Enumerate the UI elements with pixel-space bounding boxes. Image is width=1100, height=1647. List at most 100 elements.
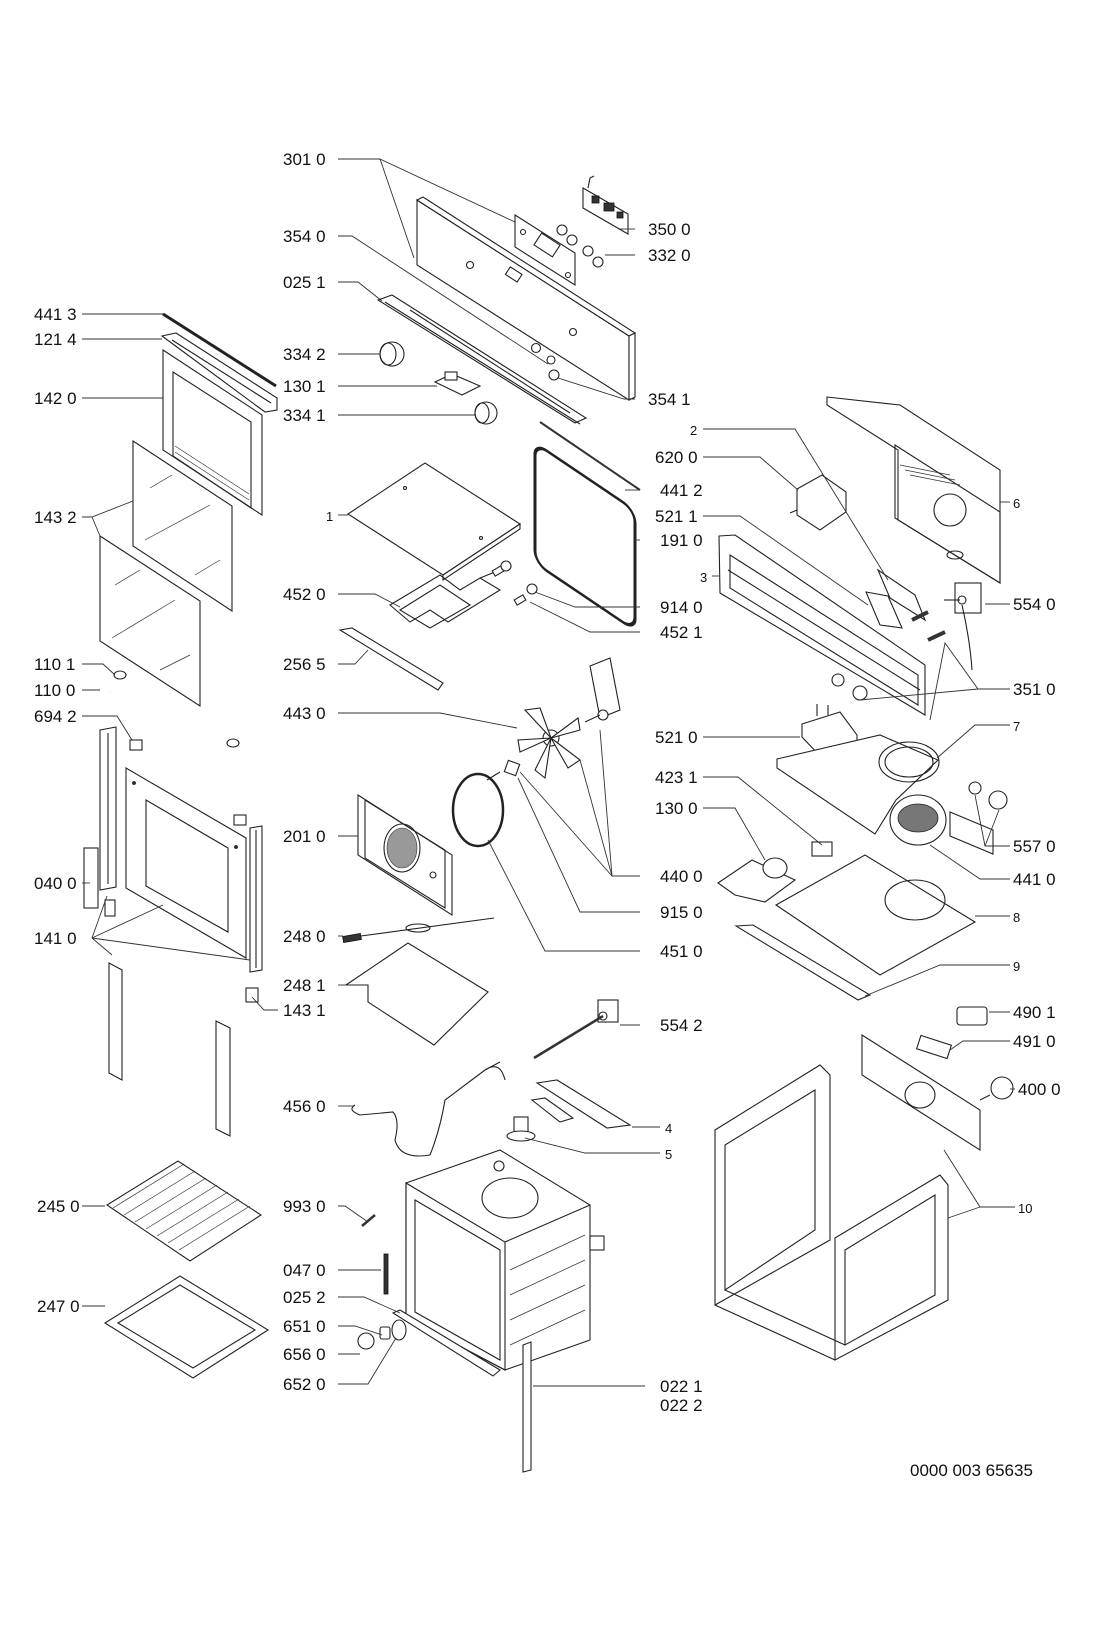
callout-5: 5 bbox=[665, 1147, 673, 1162]
callout-2565: 256 5 bbox=[283, 655, 326, 674]
callout-2450: 245 0 bbox=[37, 1197, 80, 1216]
callout-1431: 143 1 bbox=[283, 1001, 326, 1020]
callout-3541: 354 1 bbox=[648, 390, 691, 409]
bracket-4 bbox=[530, 1079, 632, 1129]
callout-4410: 441 0 bbox=[1013, 870, 1056, 889]
rotisserie-frame-2481 bbox=[344, 942, 489, 1046]
callout-5570: 557 0 bbox=[1013, 837, 1056, 856]
callout-4510: 451 0 bbox=[660, 942, 703, 961]
callout-4412: 441 2 bbox=[660, 481, 703, 500]
callout-2470: 247 0 bbox=[37, 1297, 80, 1316]
socket-4901 bbox=[956, 1006, 988, 1026]
grill-element-4520 bbox=[389, 560, 538, 629]
seal-rail-4412 bbox=[539, 421, 641, 491]
callout-6560: 656 0 bbox=[283, 1345, 326, 1364]
outer-casing-10 bbox=[714, 1064, 949, 1361]
fan-nut-9150 bbox=[503, 759, 521, 777]
callout-5210: 521 0 bbox=[655, 728, 698, 747]
callout-3320: 332 0 bbox=[648, 246, 691, 265]
cooling-fan-4410 bbox=[889, 794, 947, 846]
door-handle-1100 bbox=[106, 670, 240, 751]
fan-cover-2010 bbox=[357, 793, 453, 917]
door-hinge-right bbox=[245, 825, 263, 1003]
door-glass-1432-b bbox=[99, 534, 201, 708]
knob-3342 bbox=[379, 341, 405, 367]
callout-6510: 651 0 bbox=[283, 1317, 326, 1336]
callout-5540: 554 0 bbox=[1013, 595, 1056, 614]
door-outer-panel bbox=[125, 767, 247, 959]
thermostat-5542 bbox=[533, 999, 619, 1060]
programmer-module bbox=[582, 175, 629, 235]
callout-3510: 351 0 bbox=[1013, 680, 1056, 699]
callout-2480: 248 0 bbox=[283, 927, 326, 946]
callout-1432: 143 2 bbox=[34, 508, 77, 527]
callout-4000: 400 0 bbox=[1018, 1080, 1061, 1099]
callout-5211: 521 1 bbox=[655, 507, 698, 526]
switch-6200 bbox=[789, 474, 847, 531]
panel-bracket-0251 bbox=[376, 294, 588, 425]
callout-6942: 694 2 bbox=[34, 707, 77, 726]
callout-5542: 554 2 bbox=[660, 1016, 703, 1035]
display-bracket bbox=[514, 214, 576, 286]
callout-1420: 142 0 bbox=[34, 389, 77, 408]
callout-8: 8 bbox=[1013, 910, 1021, 925]
callout-3: 3 bbox=[700, 570, 708, 585]
callout-4430: 443 0 bbox=[283, 704, 326, 723]
vent-panel-9 bbox=[734, 924, 872, 1001]
callout-0400: 040 0 bbox=[34, 874, 77, 893]
door-inner-frame-1420 bbox=[162, 348, 263, 517]
callout-4521: 452 1 bbox=[660, 623, 703, 642]
callout-0252: 025 2 bbox=[283, 1288, 326, 1307]
thermostat-5540 bbox=[944, 582, 982, 671]
selector-switches bbox=[556, 224, 604, 268]
callout-0222: 022 2 bbox=[660, 1396, 703, 1415]
lamp-5 bbox=[506, 1116, 536, 1142]
callout-4520: 452 0 bbox=[283, 585, 326, 604]
top-plate-1 bbox=[346, 462, 522, 582]
callout-3341: 334 1 bbox=[283, 406, 326, 425]
bezel-6520 bbox=[391, 1319, 407, 1341]
knob-3541 bbox=[530, 342, 560, 381]
hinge-clip-6942 bbox=[129, 739, 247, 826]
callout-1910: 191 0 bbox=[660, 531, 703, 550]
callout-6520: 652 0 bbox=[283, 1375, 326, 1394]
air-duct-7 bbox=[776, 734, 940, 835]
baking-tray-2470 bbox=[103, 1275, 270, 1379]
callout-4413: 441 3 bbox=[34, 305, 77, 324]
rear-panel bbox=[861, 1033, 981, 1152]
switch-6510 bbox=[379, 1326, 391, 1340]
base-plate-8 bbox=[774, 854, 977, 976]
callout-022: 022 1 022 2 bbox=[660, 1377, 703, 1415]
callout-4560: 456 0 bbox=[283, 1097, 326, 1116]
callout-9140: 914 0 bbox=[660, 598, 703, 617]
callout-9930: 993 0 bbox=[283, 1197, 326, 1216]
lower-element-4560 bbox=[351, 1061, 506, 1157]
callout-1214: 121 4 bbox=[34, 330, 77, 349]
terminal-block-4910 bbox=[915, 1034, 953, 1060]
rear-cover-6 bbox=[826, 396, 1001, 584]
callout-4: 4 bbox=[665, 1121, 673, 1136]
callout-2: 2 bbox=[690, 423, 698, 438]
fan-motor-4000 bbox=[979, 1076, 1014, 1101]
door-side-strip-left bbox=[108, 962, 123, 1081]
door-glass-1432-a bbox=[132, 439, 233, 613]
wire-shelf-2450 bbox=[105, 1160, 263, 1262]
document-id: 0000 003 65635 bbox=[910, 1461, 1033, 1480]
callout-4910: 491 0 bbox=[1013, 1032, 1056, 1051]
callout-2481: 248 1 bbox=[283, 976, 326, 995]
callout-1410: 141 0 bbox=[34, 929, 77, 948]
door-seal-1910 bbox=[533, 446, 637, 627]
hinge-bar-0252 bbox=[391, 1309, 501, 1377]
callout-3500: 350 0 bbox=[648, 220, 691, 239]
side-rail-0221 bbox=[522, 1341, 532, 1473]
callout-4231: 423 1 bbox=[655, 768, 698, 787]
callout-2010: 201 0 bbox=[283, 827, 326, 846]
fan-motor-4400 bbox=[584, 657, 621, 723]
callout-10: 10 bbox=[1018, 1201, 1033, 1216]
callout-9150: 915 0 bbox=[660, 903, 703, 922]
knob-6560 bbox=[357, 1332, 375, 1350]
triac-4231 bbox=[811, 841, 833, 857]
callout-1101: 110 1 bbox=[34, 655, 76, 674]
meat-probe-2480 bbox=[342, 917, 495, 943]
callout-7: 7 bbox=[1013, 719, 1021, 734]
